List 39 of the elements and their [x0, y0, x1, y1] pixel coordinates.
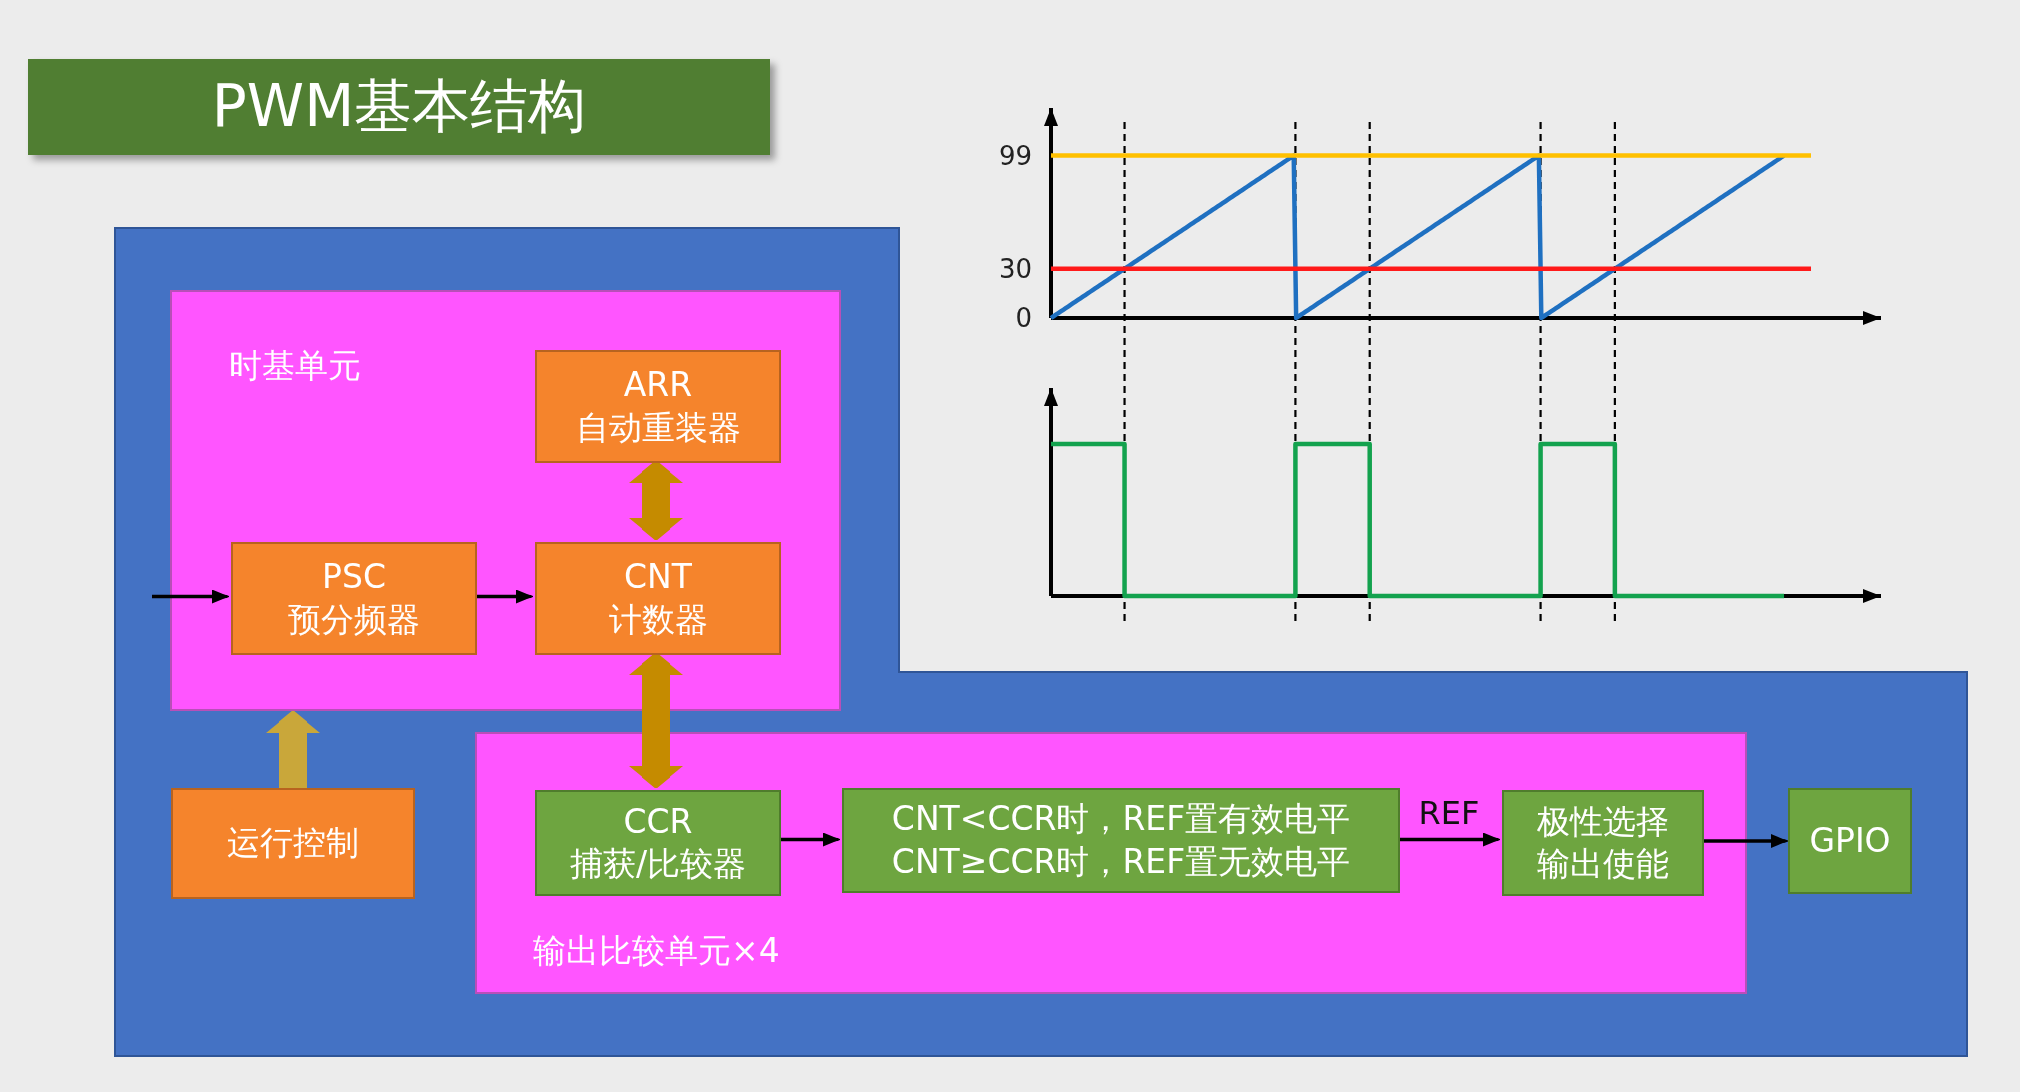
double-block-arrow [629, 461, 683, 540]
process-box [1788, 788, 1912, 894]
block-label: 预分频器 [288, 598, 420, 641]
block-label: 捕获/比较器 [569, 843, 747, 885]
block-label: 极性选择 [1537, 800, 1669, 843]
process-box [535, 542, 781, 655]
block-label: 运行控制 [227, 822, 359, 865]
process-box [1502, 790, 1704, 896]
process-box [171, 788, 415, 899]
process-box [842, 788, 1400, 893]
tick-label: 99 [998, 140, 1032, 171]
arrow [475, 589, 533, 604]
arrow [1398, 832, 1500, 847]
group-title: 输出比较单元×4 [533, 930, 780, 972]
arrow [152, 589, 229, 604]
tick-label: 30 [998, 253, 1032, 284]
block-label: GPIO [1809, 819, 1891, 862]
arrow [779, 832, 840, 847]
tick-label: 0 [1015, 303, 1032, 333]
group-title: 时基单元 [229, 345, 361, 387]
block-label: CCR [623, 800, 693, 843]
block-label: CNT<CCR时，REF置有效电平 [891, 798, 1351, 841]
process-box [535, 350, 781, 463]
edge-label: REF [1418, 793, 1480, 832]
arrow [1702, 834, 1788, 848]
block-label: 自动重装器 [575, 406, 741, 449]
group-panel [475, 732, 1747, 994]
block-label: 计数器 [608, 598, 708, 641]
block-label: PSC [322, 556, 386, 599]
block-label: CNT [624, 556, 692, 599]
double-block-arrow [629, 653, 683, 788]
process-box [231, 542, 477, 655]
block-label: CNT≥CCR时，REF置无效电平 [891, 840, 1351, 883]
group-panel [170, 290, 841, 711]
block-label: ARR [623, 364, 693, 407]
process-box [535, 790, 781, 896]
title-banner: PWM基本结构 [28, 59, 770, 155]
block-arrow [266, 711, 320, 788]
block-label: 输出使能 [1537, 843, 1669, 885]
